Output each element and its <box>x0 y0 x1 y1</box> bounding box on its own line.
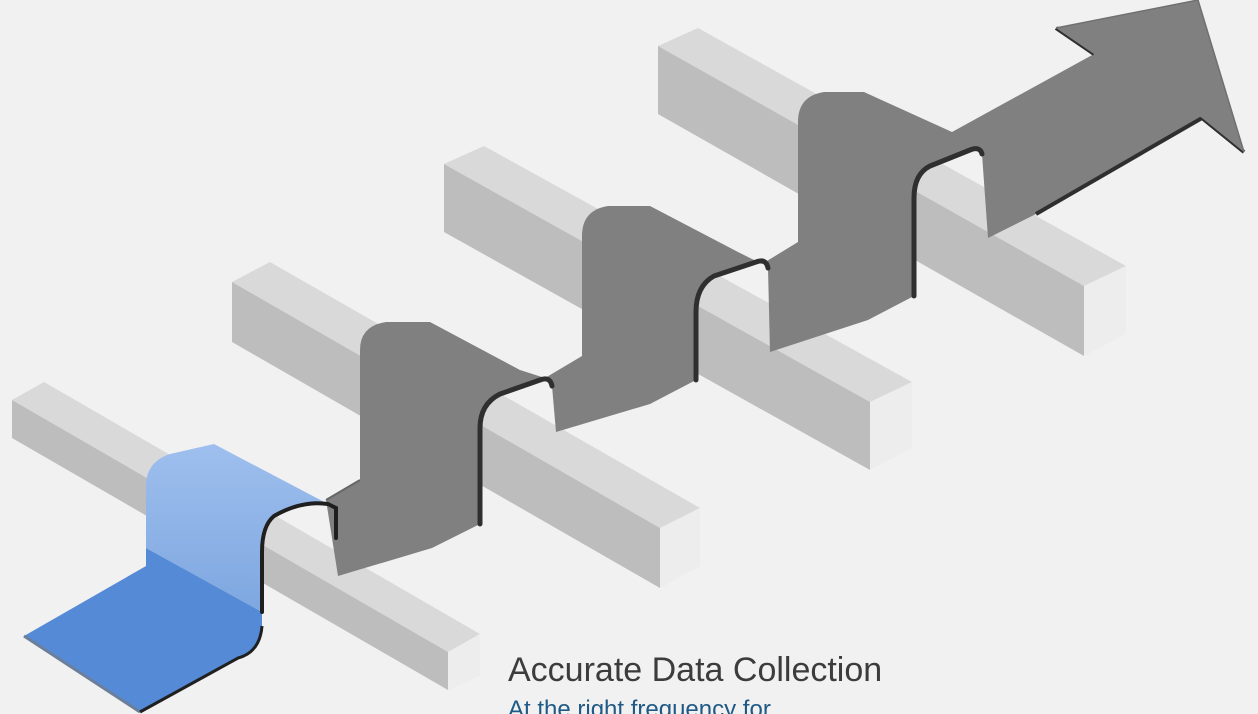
caption-subtitle: At the right frequency for <box>508 696 771 714</box>
arrow-head-icon <box>1055 0 1245 153</box>
diagram-caption: Accurate Data Collection At the right fr… <box>508 648 1248 714</box>
first-step-highlight <box>23 444 338 714</box>
caption-title: Accurate Data Collection <box>508 651 883 689</box>
